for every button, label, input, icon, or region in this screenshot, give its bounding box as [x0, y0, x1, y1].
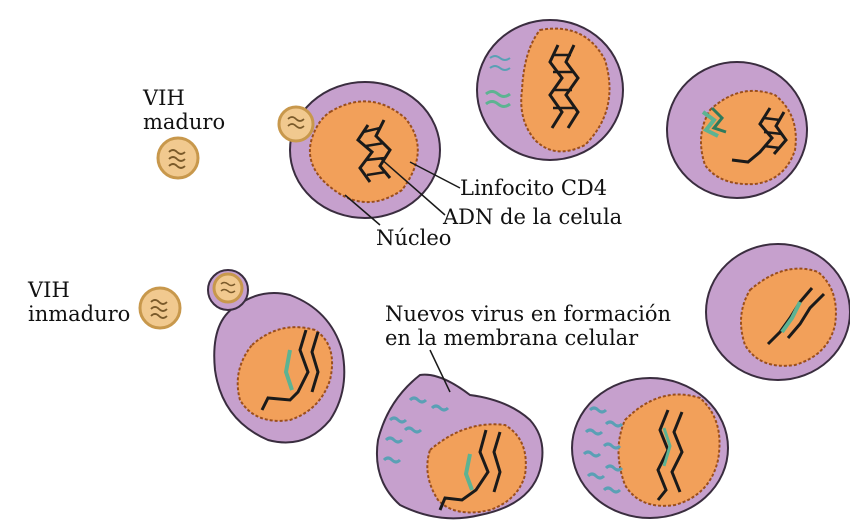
label-vih-maduro-line2: maduro [143, 110, 225, 134]
mature-hiv-virus [158, 138, 198, 178]
cell-integration [667, 62, 807, 198]
label-vih-inmaduro-line2: inmaduro [28, 302, 130, 326]
label-nuevos-virus-line2: en la membrana celular [385, 326, 638, 350]
label-linfocito-cd4: Linfocito CD4 [460, 176, 607, 200]
cell-virus-attachment [279, 82, 460, 225]
cell-replication [572, 378, 728, 518]
cell-new-viruses-forming [377, 350, 543, 518]
cell-budding [208, 270, 344, 443]
label-vih-inmaduro-line1: VIH [28, 278, 70, 302]
label-vih-maduro-line1: VIH [143, 86, 185, 110]
label-adn-celula: ADN de la celula [443, 205, 622, 229]
label-nuevos-virus-line1: Nuevos virus en formación [385, 302, 671, 326]
cell-viral-entry [477, 20, 623, 160]
cell-transcription [706, 244, 850, 380]
label-nucleo: Núcleo [376, 226, 451, 250]
immature-hiv-virus [140, 288, 180, 328]
